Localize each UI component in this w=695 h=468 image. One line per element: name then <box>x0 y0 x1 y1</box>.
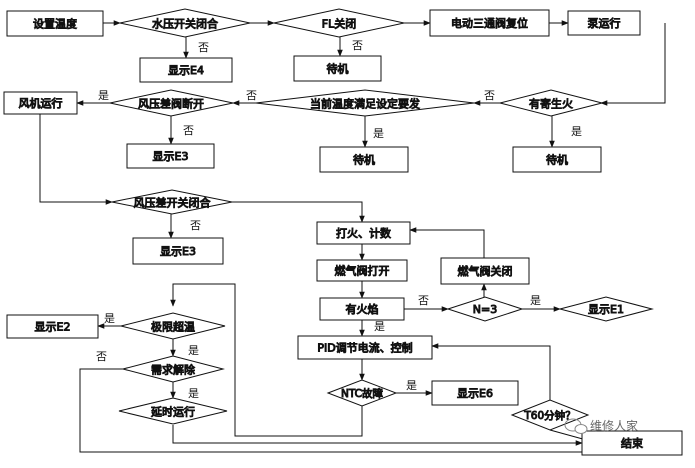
flame-detected-node: 有火焰 <box>319 297 405 321</box>
svg-text:有火焰: 有火焰 <box>346 302 379 316</box>
pid-control-node: PID调节电流、控制 <box>297 335 433 360</box>
svg-text:待机: 待机 <box>327 62 349 76</box>
t60-minutes-decision: T60分钟？ <box>510 399 590 431</box>
svg-text:燃气阀打开: 燃气阀打开 <box>335 264 390 278</box>
svg-text:当前温度满足设定要发: 当前温度满足设定要发 <box>310 97 420 111</box>
edge-label-yes: 是 <box>374 320 385 333</box>
svg-text:维修人家: 维修人家 <box>590 418 638 433</box>
show-e4-node: 显示E4 <box>139 57 233 83</box>
show-e2-node: 显示E2 <box>6 314 99 339</box>
svg-text:显示E4: 显示E4 <box>168 64 204 77</box>
svg-text:打火、计数: 打火、计数 <box>336 226 391 240</box>
svg-text:需求解除: 需求解除 <box>151 363 195 377</box>
svg-text:延时运行: 延时运行 <box>151 406 195 419</box>
pump-run-node: 泵运行 <box>567 10 641 36</box>
water-pressure-switch-decision: 水压开关闭合 <box>119 8 251 38</box>
current-temperature-decision: 当前温度满足设定要发 <box>255 89 475 117</box>
edge-label-yes: 是 <box>406 379 417 392</box>
svg-text:显示E3: 显示E3 <box>153 150 189 163</box>
edge-label-yes: 是 <box>188 344 199 357</box>
edge-label-no: 否 <box>352 39 363 52</box>
show-e3-node-1: 显示E3 <box>126 143 215 169</box>
svg-text:水压开关闭合: 水压开关闭合 <box>152 17 218 31</box>
show-e1-decision: 显示E1 <box>558 296 654 322</box>
svg-text:燃气阀关闭: 燃气阀关闭 <box>458 264 513 278</box>
chat-bubble-icon <box>564 418 588 434</box>
edge-label-no: 否 <box>198 41 209 54</box>
svg-text:设置温度: 设置温度 <box>33 17 77 31</box>
n-equals-3-decision: N=3 <box>446 296 524 322</box>
show-e3-node-2: 显示E3 <box>132 237 224 265</box>
three-way-valve-reset-node: 电动三通阀复位 <box>429 9 550 37</box>
svg-text:电动三通阀复位: 电动三通阀复位 <box>451 16 528 30</box>
gas-valve-close-node: 燃气阀关闭 <box>440 257 530 285</box>
end-node: 结束 <box>581 430 683 456</box>
air-pressure-switch-close-decision: 风压差开关闭合 <box>111 189 233 215</box>
watermark: 维修人家 <box>564 418 638 434</box>
svg-text:FL关闭: FL关闭 <box>322 17 356 31</box>
connectors <box>39 20 666 455</box>
svg-text:结束: 结束 <box>621 437 643 450</box>
fan-run-node: 风机运行 <box>3 91 78 115</box>
edge-label-yes: 是 <box>188 387 199 400</box>
standby-node-1: 待机 <box>293 55 382 82</box>
svg-text:待机: 待机 <box>353 153 375 167</box>
edge-label-no: 否 <box>190 219 201 232</box>
edge-label-no: 否 <box>96 350 107 363</box>
svg-text:待机: 待机 <box>546 153 568 167</box>
svg-text:风压差阀断开: 风压差阀断开 <box>138 97 204 111</box>
edge-label-no: 否 <box>484 89 495 102</box>
residual-flame-decision: 有寄生火 <box>499 89 603 117</box>
ignite-count-node: 打火、计数 <box>316 221 411 245</box>
edge-label-yes: 是 <box>98 89 109 102</box>
set-temperature-node: 设置温度 <box>6 10 104 37</box>
delay-run-decision: 延时运行 <box>118 397 228 425</box>
svg-text:显示E6: 显示E6 <box>457 387 493 400</box>
air-pressure-valve-off-decision: 风压差阀断开 <box>109 89 234 117</box>
gas-valve-open-node: 燃气阀打开 <box>316 259 408 282</box>
svg-text:显示E2: 显示E2 <box>35 321 71 334</box>
svg-text:T60分钟？: T60分钟？ <box>523 409 575 422</box>
edge-label-yes: 是 <box>104 312 115 325</box>
svg-text:显示E3: 显示E3 <box>160 245 196 258</box>
edge-label-yes: 是 <box>571 125 582 138</box>
edge-label-yes: 是 <box>530 294 541 307</box>
edge-label-no: 否 <box>246 89 257 102</box>
demand-release-decision: 需求解除 <box>121 355 225 383</box>
fl-close-decision: FL关闭 <box>273 8 405 38</box>
edge-label-no: 否 <box>418 294 429 307</box>
edge-label-no: 否 <box>183 124 194 137</box>
svg-text:风机运行: 风机运行 <box>19 96 63 110</box>
standby-node-3: 待机 <box>512 146 602 173</box>
limit-overheat-decision: 极限超温 <box>120 312 226 340</box>
standby-node-2: 待机 <box>319 146 409 173</box>
svg-text:NTC故障: NTC故障 <box>341 387 383 400</box>
show-e6-node: 显示E6 <box>431 380 519 406</box>
svg-text:风压差开关闭合: 风压差开关闭合 <box>134 196 211 210</box>
svg-text:泵运行: 泵运行 <box>588 17 621 30</box>
ntc-fault-decision: NTC故障 <box>326 379 398 407</box>
edge-label-yes: 是 <box>373 127 384 140</box>
svg-text:有寄生火: 有寄生火 <box>529 97 573 111</box>
svg-text:显示E1: 显示E1 <box>588 303 624 316</box>
svg-text:极限超温: 极限超温 <box>151 320 195 334</box>
svg-text:PID调节电流、控制: PID调节电流、控制 <box>317 341 412 355</box>
svg-text:N=3: N=3 <box>473 303 497 316</box>
